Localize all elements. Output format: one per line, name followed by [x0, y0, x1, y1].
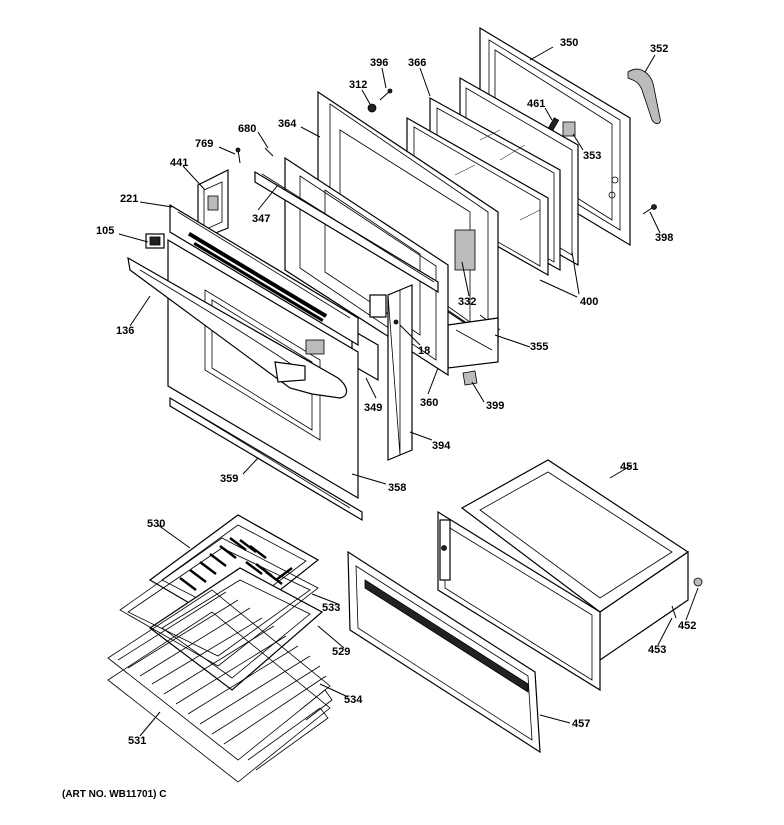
label-398: 398 — [655, 232, 673, 244]
label-769: 769 — [195, 138, 213, 150]
label-366: 366 — [408, 57, 426, 69]
label-18: 18 — [418, 345, 430, 357]
screw-396 — [379, 88, 393, 101]
bumper-399 — [462, 370, 478, 386]
label-349: 349 — [364, 402, 382, 414]
label-530: 530 — [147, 518, 165, 530]
label-451: 451 — [620, 461, 638, 473]
screw-398 — [642, 204, 657, 215]
label-352: 352 — [650, 43, 668, 55]
label-396: 396 — [370, 57, 388, 69]
drawer-tub — [437, 459, 690, 692]
label-399: 399 — [486, 400, 504, 412]
label-453: 453 — [648, 644, 666, 656]
latch-353 — [562, 121, 576, 137]
oven-rack-531 — [107, 611, 331, 783]
drawer-front-panel — [347, 550, 541, 754]
label-533: 533 — [322, 602, 340, 614]
label-350: 350 — [560, 37, 578, 49]
label-534: 534 — [344, 694, 363, 706]
label-136: 136 — [116, 325, 134, 337]
label-359: 359 — [220, 473, 238, 485]
art-number: (ART NO. WB11701) C — [62, 789, 166, 800]
label-452: 452 — [678, 620, 696, 632]
part-number-labels: 350 352 396 366 312 461 364 680 353 769 … — [96, 37, 696, 747]
label-529: 529 — [332, 646, 350, 658]
label-457: 457 — [572, 718, 590, 730]
label-332: 332 — [458, 296, 476, 308]
label-461: 461 — [527, 98, 545, 110]
nut-312 — [367, 103, 377, 113]
label-347: 347 — [252, 213, 270, 225]
oven-rack-534 — [107, 589, 333, 761]
door-handle — [127, 256, 348, 399]
side-trim-column — [369, 284, 413, 461]
label-394: 394 — [432, 440, 451, 452]
label-360: 360 — [420, 397, 438, 409]
label-105: 105 — [96, 225, 114, 237]
label-680: 680 — [238, 123, 256, 135]
screw-453 — [671, 605, 677, 619]
fastener-769 — [235, 147, 241, 164]
oven-rack-533 — [119, 537, 319, 667]
leader-lines — [118, 46, 699, 737]
label-358: 358 — [388, 482, 406, 494]
label-353: 353 — [583, 150, 601, 162]
bottom-door-trim — [169, 396, 363, 522]
door-trim-rail — [254, 170, 439, 294]
label-364: 364 — [278, 118, 297, 130]
brand-badge — [145, 233, 165, 249]
outer-door-front — [167, 238, 359, 500]
label-221: 221 — [120, 193, 138, 205]
label-355: 355 — [530, 341, 548, 353]
window-glass-assembly — [406, 76, 579, 277]
fastener-680 — [264, 147, 274, 157]
label-441: 441 — [170, 157, 188, 169]
label-531: 531 — [128, 735, 146, 747]
hinge-arm — [447, 317, 499, 369]
roller-452 — [693, 577, 703, 587]
label-400: 400 — [580, 296, 598, 308]
label-312: 312 — [349, 79, 367, 91]
door-gasket — [627, 68, 661, 124]
control-panel — [169, 203, 359, 347]
